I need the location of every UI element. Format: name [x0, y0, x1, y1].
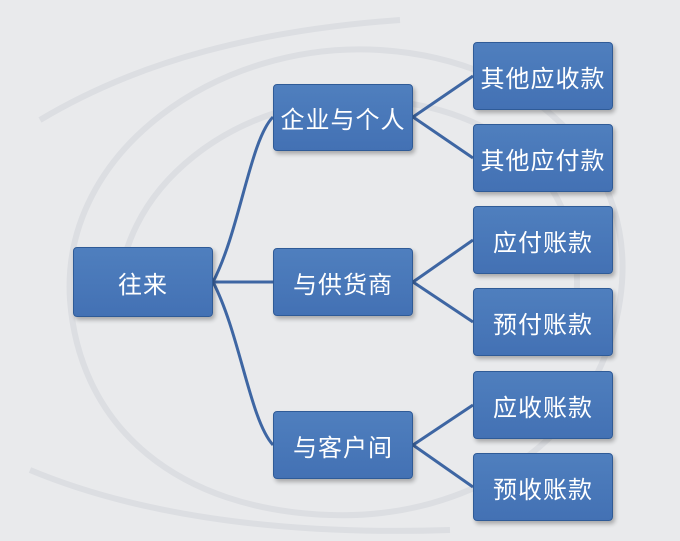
connector-branch-1-to-leaf-1 [412, 74, 474, 119]
leaf-node-other-payables: 其他应付款 [473, 124, 613, 192]
branch-node-customer: 与客户间 [273, 411, 413, 479]
leaf-node-advance-receipts: 预收账款 [473, 453, 613, 521]
connector-branch-2-to-leaf-2 [412, 280, 474, 324]
connector-branch-2-to-leaf-1 [412, 238, 474, 284]
connector-root-to-branch-1 [211, 115, 275, 283]
root-node: 往来 [73, 247, 213, 317]
connector-branch-3-to-leaf-1 [412, 403, 474, 447]
connector-branch-1-to-leaf-2 [412, 115, 474, 160]
leaf-node-accounts-payable: 应付账款 [473, 206, 613, 274]
branch-node-enterprise-individual: 企业与个人 [273, 84, 413, 151]
connector-root-to-branch-3 [211, 281, 275, 447]
leaf-node-other-receivables: 其他应收款 [473, 42, 613, 110]
connector-branch-3-to-leaf-2 [412, 443, 474, 489]
leaf-node-accounts-receivable: 应收账款 [473, 371, 613, 439]
branch-node-supplier: 与供货商 [273, 248, 413, 316]
leaf-node-prepayments: 预付账款 [473, 288, 613, 356]
